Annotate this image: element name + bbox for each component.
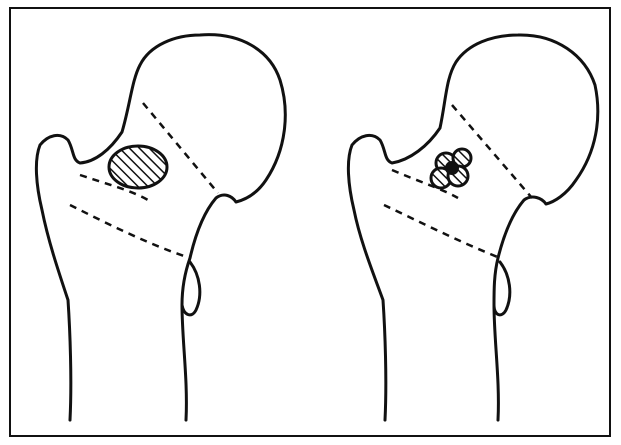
right-femur-outline xyxy=(348,35,597,420)
figure-border xyxy=(10,8,610,436)
right-lesion-cluster xyxy=(431,149,471,188)
right-femur-panel xyxy=(348,35,597,420)
left-lesion-oval xyxy=(109,146,167,188)
left-base-line xyxy=(70,205,190,258)
right-base-line xyxy=(384,205,500,258)
left-lesser-trochanter xyxy=(182,262,200,315)
left-femur-outline xyxy=(36,35,285,420)
left-femur-panel xyxy=(36,35,285,420)
